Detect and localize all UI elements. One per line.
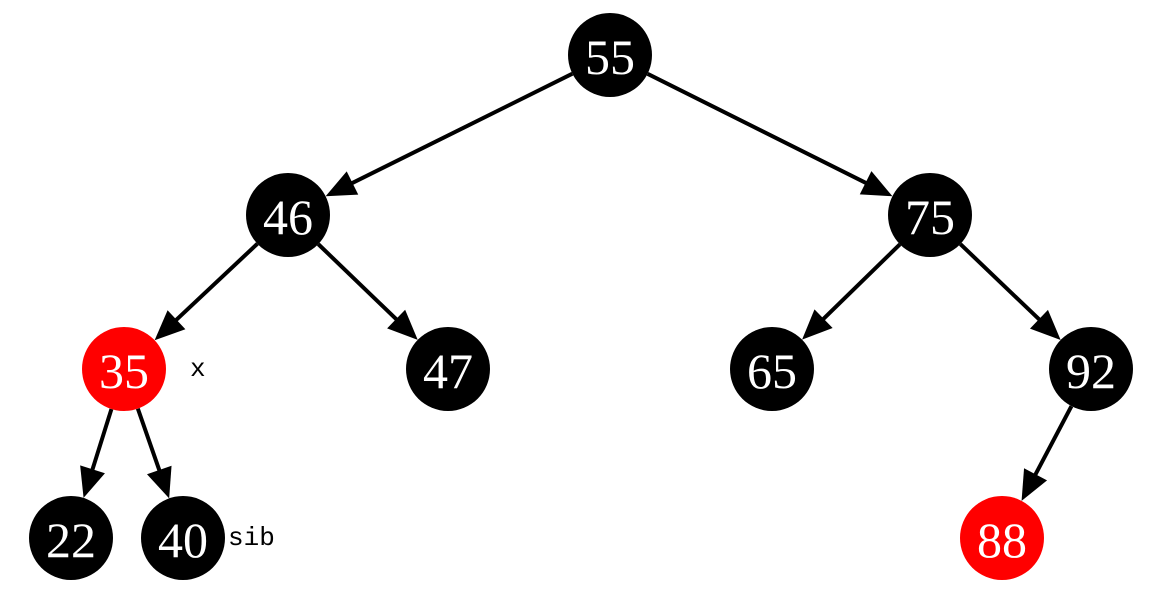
node-tag-x: x [190, 354, 206, 384]
node-22: 22 [29, 496, 113, 580]
black-node-circle [406, 327, 490, 411]
black-node-circle [141, 496, 225, 580]
arrowhead-88 [1021, 468, 1048, 501]
edge-46-to-47 [316, 242, 399, 322]
black-node-circle [568, 13, 652, 97]
node-value-label: 40 [158, 512, 208, 568]
edge-55-to-75 [646, 71, 869, 186]
arrowhead-92 [1029, 309, 1061, 340]
arrowhead-75 [859, 171, 893, 197]
node-55: 55 [568, 13, 652, 97]
tree-nodes: 55 46 75 35 47 65 92 22 40 88 [29, 13, 1133, 580]
node-88: 88 [960, 496, 1044, 580]
edge-35-to-40 [135, 407, 162, 473]
tree-edges [80, 71, 1074, 501]
node-tag-sib: sib [228, 523, 275, 553]
node-35: 35 [82, 327, 166, 411]
arrowhead-46 [325, 171, 359, 197]
black-node-circle [730, 327, 814, 411]
node-tags: x sib [190, 354, 275, 553]
node-value-label: 47 [423, 343, 473, 399]
arrowhead-35 [154, 310, 186, 341]
node-75: 75 [888, 173, 972, 257]
black-node-circle [246, 173, 330, 257]
arrowhead-47 [387, 309, 418, 340]
edge-55-to-46 [349, 71, 574, 186]
node-value-label: 22 [46, 512, 96, 568]
node-value-label: 92 [1066, 343, 1116, 399]
edge-75-to-92 [958, 242, 1042, 323]
edge-46-to-35 [173, 242, 259, 323]
node-value-label: 65 [747, 343, 797, 399]
red-node-circle [960, 496, 1044, 580]
edge-35-to-22 [90, 408, 114, 472]
red-node-circle [82, 327, 166, 411]
node-value-label: 88 [977, 512, 1027, 568]
node-46: 46 [246, 173, 330, 257]
node-value-label: 46 [263, 189, 313, 245]
arrowhead-22 [80, 465, 105, 498]
edge-92-to-88 [1032, 405, 1074, 477]
node-value-label: 35 [99, 343, 149, 399]
arrowhead-65 [802, 309, 833, 340]
edge-75-to-65 [820, 242, 902, 322]
node-40: 40 [141, 496, 225, 580]
node-value-label: 75 [905, 189, 955, 245]
node-value-label: 55 [585, 29, 635, 85]
node-47: 47 [406, 327, 490, 411]
arrowhead-40 [146, 465, 172, 499]
black-node-circle [888, 173, 972, 257]
node-65: 65 [730, 327, 814, 411]
black-node-circle [1049, 327, 1133, 411]
black-node-circle [29, 496, 113, 580]
node-92: 92 [1049, 327, 1133, 411]
